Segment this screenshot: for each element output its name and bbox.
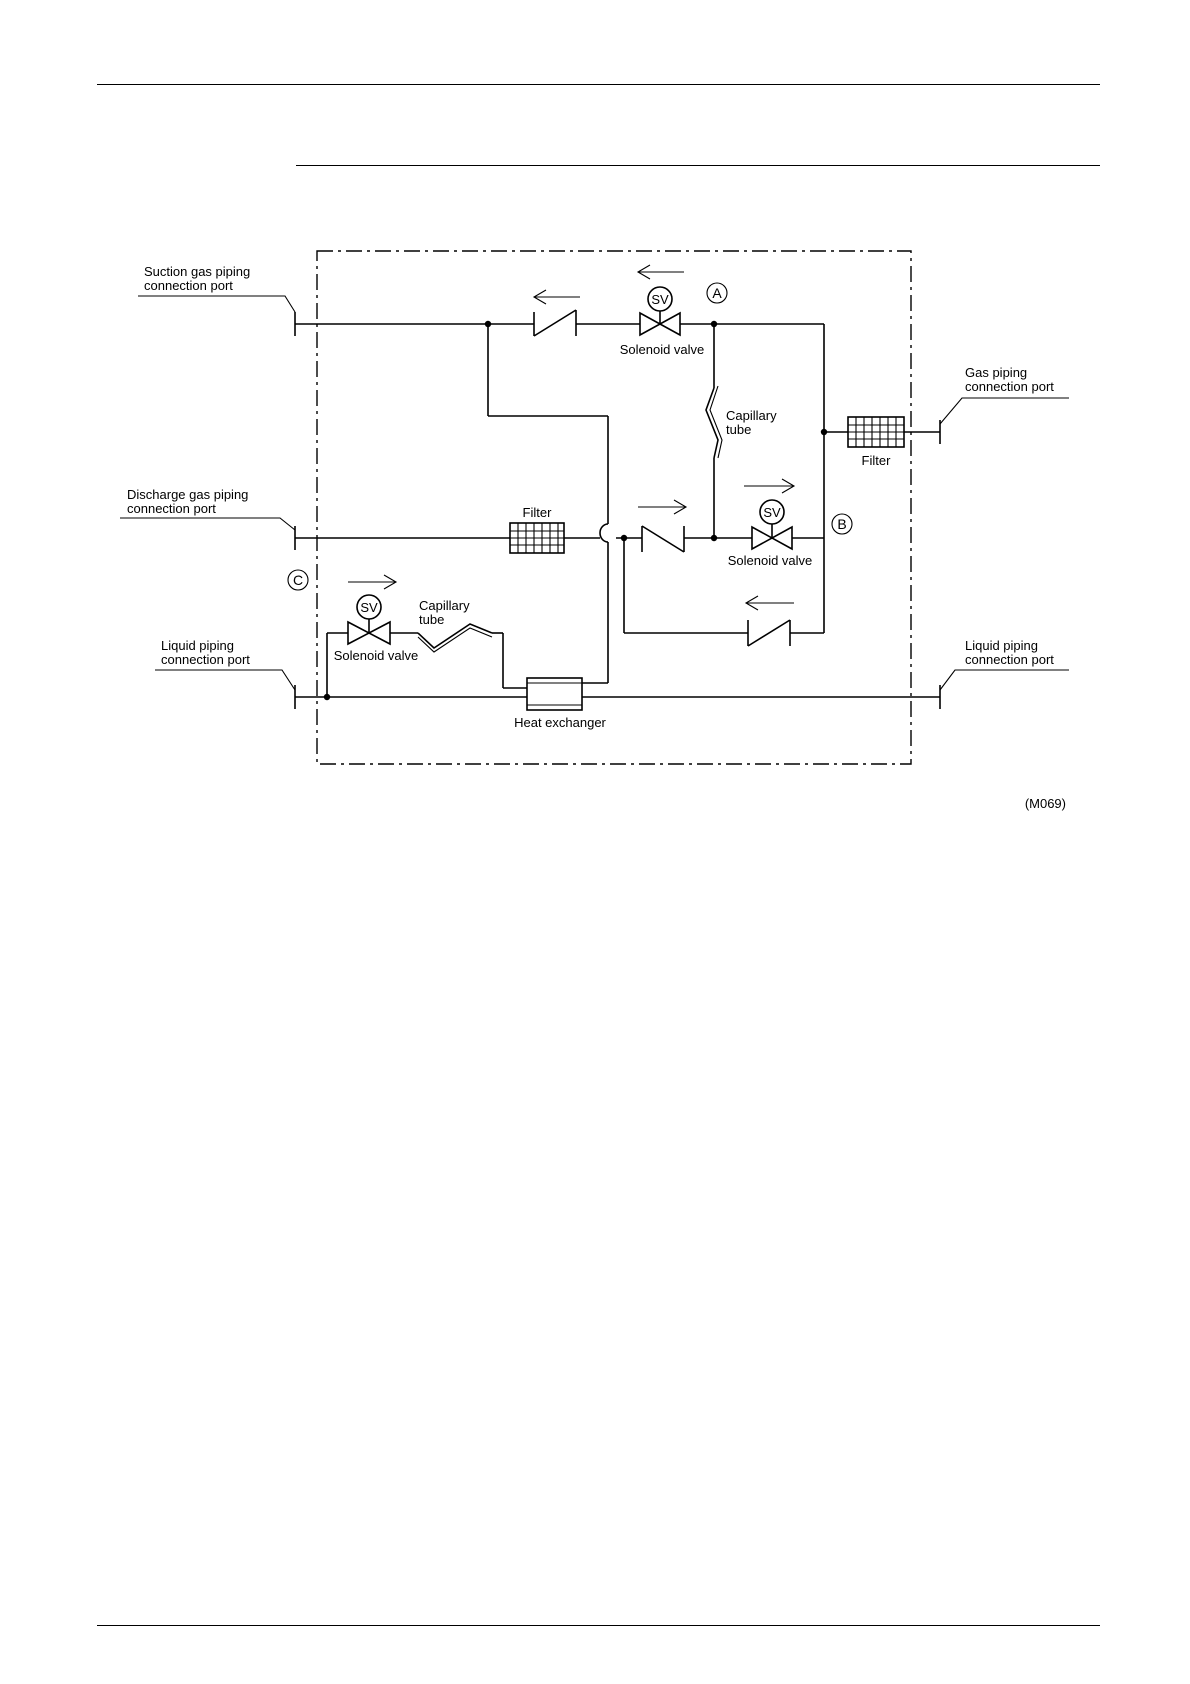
point-b-label: B [837, 516, 846, 532]
liquid-line [295, 685, 940, 709]
junction-dot [485, 321, 491, 327]
solenoid-valve-a-label: Solenoid valve [620, 342, 705, 357]
discharge-port-label-2: connection port [127, 501, 216, 516]
suction-port-leader [138, 296, 295, 312]
filter-gas-label: Filter [862, 453, 892, 468]
sv-label-c: SV [360, 600, 378, 615]
junction-dot [711, 535, 717, 541]
liquid-port-left-label-1: Liquid piping [161, 638, 234, 653]
sv-label-b: SV [763, 505, 781, 520]
gas-port-leader [940, 398, 1069, 424]
filter-gas [848, 417, 904, 447]
capillary-tube-left-label-1: Capillary [419, 598, 470, 613]
suction-branch-pipe [488, 324, 608, 683]
liquid-port-right-label-2: connection port [965, 652, 1054, 667]
flow-arrow-right-icon [348, 575, 396, 589]
heat-exchanger-label: Heat exchanger [514, 715, 606, 730]
liquid-port-left-label-2: connection port [161, 652, 250, 667]
discharge-port-leader [120, 518, 295, 530]
liquid-port-left-leader [155, 670, 295, 690]
suction-line [295, 324, 824, 633]
check-valve-suction [534, 310, 576, 336]
flow-arrow-left-icon [746, 596, 794, 610]
capillary-tube-left [418, 624, 492, 652]
check-valve-discharge [642, 526, 684, 552]
capillary-tube-right-label-2: tube [726, 422, 751, 437]
flow-arrow-right-icon [744, 479, 794, 493]
capillary-tube-right [706, 324, 722, 537]
heat-exchanger [527, 678, 582, 710]
filter-discharge [510, 523, 564, 553]
flow-arrow-left-icon [638, 265, 684, 279]
solenoid-valve-c-label: Solenoid valve [334, 648, 419, 663]
suction-port-label-1: Suction gas piping [144, 264, 250, 279]
suction-port-label-2: connection port [144, 278, 233, 293]
gas-port-label-2: connection port [965, 379, 1054, 394]
capillary-tube-right-label-1: Capillary [726, 408, 777, 423]
discharge-port-label-1: Discharge gas piping [127, 487, 248, 502]
check-valve-return [748, 620, 790, 646]
point-c-label: C [293, 572, 303, 588]
flow-arrow-left-icon [534, 290, 580, 304]
unit-boundary [317, 251, 911, 764]
sv-label-a: SV [651, 292, 669, 307]
junction-dot [821, 429, 827, 435]
solenoid-valve-b-label: Solenoid valve [728, 553, 813, 568]
figure-code: (M069) [1025, 796, 1066, 811]
bypass-loop [327, 633, 527, 697]
capillary-tube-left-label-2: tube [419, 612, 444, 627]
filter-discharge-label: Filter [523, 505, 553, 520]
flow-arrow-right-icon [638, 500, 686, 514]
liquid-port-right-leader [940, 670, 1069, 690]
point-a-label: A [712, 285, 722, 301]
liquid-port-right-label-1: Liquid piping [965, 638, 1038, 653]
gas-port-label-1: Gas piping [965, 365, 1027, 380]
